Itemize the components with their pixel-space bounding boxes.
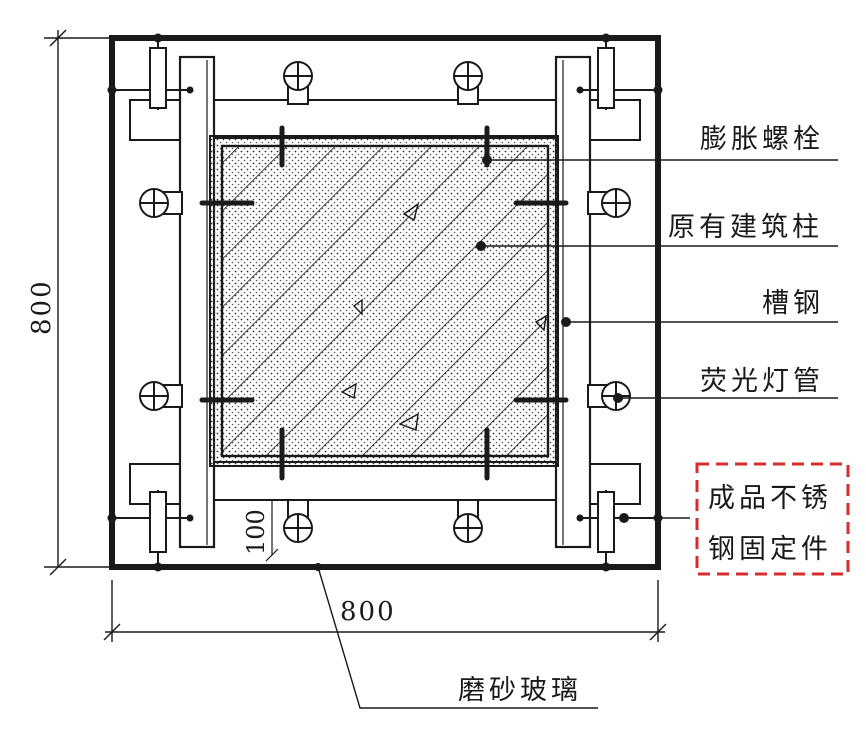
corner-fixings	[112, 38, 658, 567]
existing-column	[220, 144, 550, 458]
aggregate-marks	[340, 202, 547, 431]
leader-dots	[314, 155, 629, 571]
label-expansion-bolt: 膨胀螺栓	[700, 124, 824, 155]
label-stainless-fixing-line1: 成品不锈	[708, 483, 832, 514]
channel-steel-right	[554, 55, 592, 549]
fluorescent-tubes	[139, 61, 631, 543]
fixing-nodes	[107, 33, 663, 572]
dimension-height-text: 800	[27, 279, 57, 335]
channel-steel-left	[178, 55, 216, 549]
dimension-offset-text: 100	[242, 509, 270, 555]
dimension-width-text: 800	[340, 597, 396, 627]
label-frosted-glass: 磨砂玻璃	[458, 675, 582, 706]
label-stainless-fixing-line2: 钢固定件	[708, 534, 832, 565]
dimension-width	[103, 580, 667, 642]
frosted-glass-frame	[109, 35, 661, 570]
label-channel-steel: 槽钢	[762, 288, 824, 319]
leader-lines	[317, 159, 838, 709]
label-fluorescent-tube: 荧光灯管	[700, 366, 824, 397]
highlight-box	[695, 462, 850, 576]
dimension-height	[44, 29, 112, 576]
label-existing-column: 原有建筑柱	[668, 212, 823, 243]
